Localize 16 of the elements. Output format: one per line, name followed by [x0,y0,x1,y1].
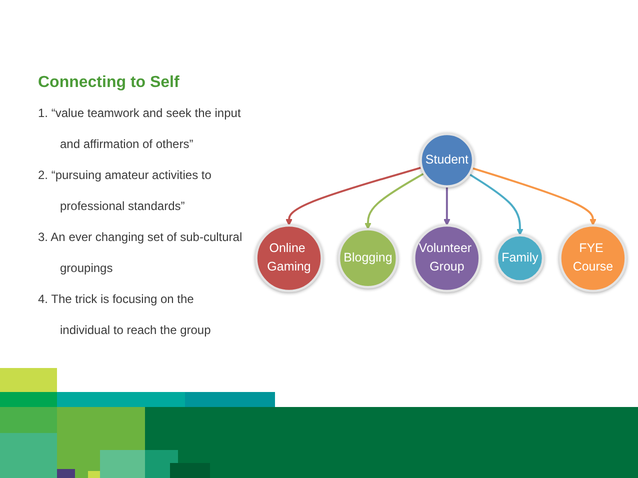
node-circle: Blogging [338,228,398,288]
title: Connecting to Self [38,74,180,92]
list-item: 4. The trick is focusing on the individual to reach the group [38,291,212,339]
list-item: 2. “pursuing amateur activities to professional standards” [38,167,212,215]
list-item: 3. An ever changing set of sub-cultural groupings [38,229,243,277]
arrow [472,167,596,226]
arrow [468,173,524,236]
arrow [364,172,425,230]
list-item: 1. “value teamwork and seek the input and affirmation of others” [38,105,242,153]
node-circle: Family [496,234,544,282]
node-circle: Student [420,132,474,188]
node-circle: Online Gaming [255,224,323,292]
arrow [286,166,422,226]
node-circle: Volunteer Group [412,224,481,292]
node-circle: FYE Course [559,224,627,292]
arrow [443,186,450,226]
